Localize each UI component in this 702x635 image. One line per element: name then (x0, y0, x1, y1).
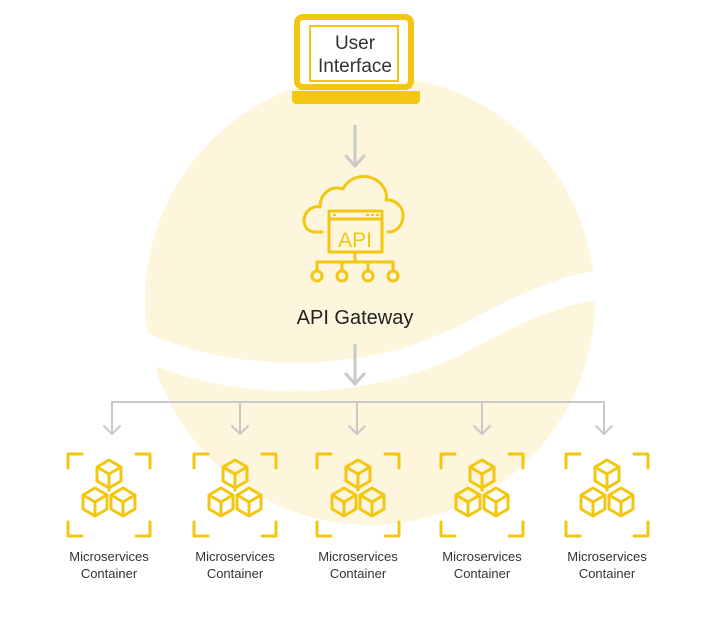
microservice-label-line2: Container (330, 566, 387, 581)
cubes-icon (66, 452, 152, 538)
laptop-icon (292, 14, 420, 104)
cloud-api-icon (302, 174, 405, 283)
arrow-gateway-down (344, 343, 366, 386)
microservice-label-line1: Microservices (69, 549, 149, 564)
microservice-container-1: Microservices Container (66, 452, 152, 581)
microservice-label-line2: Container (207, 566, 264, 581)
microservice-container-4: Microservices Container (439, 452, 525, 581)
api-gateway-node: API API Gateway (297, 174, 414, 329)
microservice-container-2: Microservices Container (192, 452, 278, 581)
microservice-label-line1: Microservices (195, 549, 275, 564)
microservice-label-line2: Container (81, 566, 138, 581)
microservice-label-line2: Container (454, 566, 511, 581)
api-icon-text: API (338, 229, 372, 252)
user-interface-label-line2: Interface (318, 56, 392, 77)
cubes-icon (564, 452, 650, 538)
microservice-label-line2: Container (579, 566, 636, 581)
microservice-label-line1: Microservices (567, 549, 647, 564)
microservice-container-3: Microservices Container (315, 452, 401, 581)
microservice-label-line1: Microservices (442, 549, 522, 564)
arrow-ui-to-gateway (344, 124, 366, 168)
user-interface-label-line1: User (335, 33, 376, 54)
user-interface-node: User Interface (292, 14, 420, 104)
branch-connector (103, 401, 613, 435)
api-gateway-label: API Gateway (297, 307, 414, 329)
microservice-label-line1: Microservices (318, 549, 398, 564)
window-dots (333, 214, 379, 216)
microservice-container-5: Microservices Container (564, 452, 650, 581)
background-circle (140, 75, 610, 525)
